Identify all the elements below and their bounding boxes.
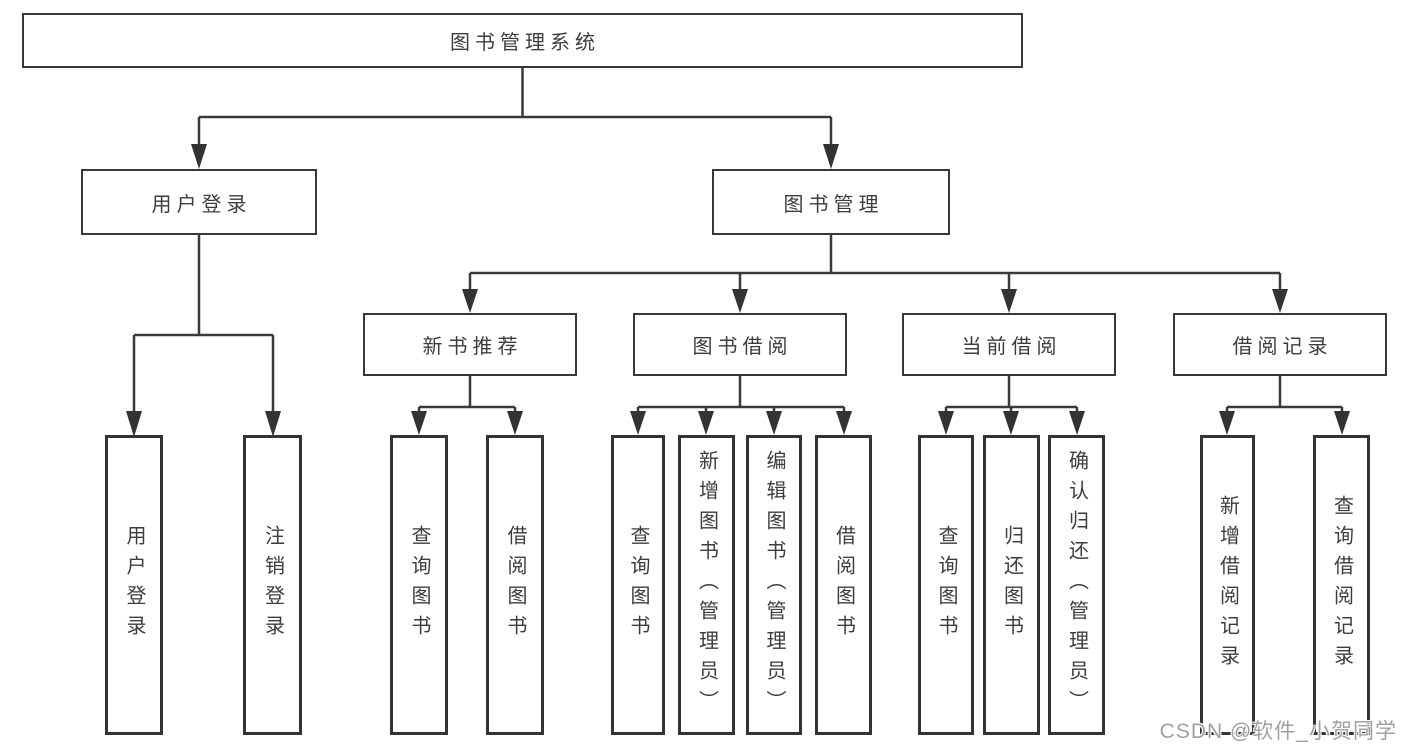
leaf-add-books-admin: 新增图书（管理员） [678, 435, 735, 735]
leaf-borrow-books-recommend: 借阅图书 [486, 435, 544, 735]
arrow-down-icon [1272, 289, 1288, 313]
arrow-down-icon [1219, 411, 1235, 435]
arrow-down-icon [126, 411, 142, 437]
leaf-logout: 注销登录 [243, 435, 302, 735]
leaf-label: 查询图书 [408, 525, 430, 645]
watermark: CSDN @软件_小贺同学 [1159, 720, 1397, 743]
node-book-borrow: 图书借阅 [633, 313, 847, 376]
node-borrow-records: 借阅记录 [1173, 313, 1387, 376]
leaf-add-borrow-record: 新增借阅记录 [1200, 435, 1255, 735]
leaf-edit-books-admin: 编辑图书（管理员） [746, 435, 802, 735]
leaf-label: 查询图书 [935, 525, 957, 645]
leaf-label: 新增图书（管理员） [695, 450, 718, 720]
node-book-management: 图书管理 [712, 169, 950, 235]
leaf-label: 新增借阅记录 [1216, 495, 1239, 675]
connector-user-login-leaves [132, 235, 275, 414]
node-user-login: 用户登录 [81, 169, 317, 235]
arrow-down-icon [265, 411, 281, 437]
leaf-label: 用户登录 [123, 525, 145, 645]
leaf-label: 注销登录 [261, 525, 284, 645]
arrow-down-icon [630, 411, 646, 435]
connector-book-borrow-leaves [636, 376, 846, 414]
leaf-label: 查询借阅记录 [1330, 495, 1353, 675]
connector-book-management-level3 [468, 235, 1282, 291]
arrow-down-icon [1334, 411, 1350, 435]
leaf-borrow-books: 借阅图书 [815, 435, 872, 735]
leaf-query-books-borrow: 查询图书 [611, 435, 665, 735]
leaf-confirm-return-admin: 确认归还（管理员） [1048, 435, 1105, 735]
arrow-down-icon [1003, 411, 1019, 435]
arrow-down-icon [938, 411, 954, 435]
leaf-user-login: 用户登录 [105, 435, 163, 735]
leaf-label: 确认归还（管理员） [1065, 450, 1088, 720]
arrow-down-icon [766, 411, 782, 435]
leaf-label: 借阅图书 [504, 525, 526, 645]
arrow-down-icon [411, 411, 427, 435]
arrow-down-icon [823, 144, 839, 169]
connector-new-book-leaves [417, 376, 517, 414]
leaf-return-books: 归还图书 [983, 435, 1040, 735]
node-current-borrow: 当前借阅 [902, 313, 1116, 376]
arrow-down-icon [698, 411, 714, 435]
arrow-down-icon [507, 411, 523, 435]
leaf-label: 编辑图书（管理员） [763, 450, 785, 720]
leaf-label: 借阅图书 [832, 525, 855, 645]
connector-root-level2 [197, 68, 833, 146]
node-root: 图书管理系统 [22, 13, 1023, 68]
connector-borrow-records-leaves [1225, 376, 1344, 414]
leaf-query-books-recommend: 查询图书 [390, 435, 448, 735]
leaf-query-borrow-record: 查询借阅记录 [1313, 435, 1370, 735]
leaf-query-books-current: 查询图书 [918, 435, 974, 735]
arrow-down-icon [836, 411, 852, 435]
arrow-down-icon [191, 144, 207, 169]
leaf-label: 归还图书 [1000, 525, 1023, 645]
arrow-down-icon [732, 289, 748, 313]
connector-current-borrow-leaves [944, 376, 1079, 414]
arrow-down-icon [1069, 411, 1085, 435]
leaf-label: 查询图书 [627, 525, 649, 645]
arrow-down-icon [462, 289, 478, 313]
arrow-down-icon [1001, 289, 1017, 313]
node-new-book-recommend: 新书推荐 [363, 313, 577, 376]
